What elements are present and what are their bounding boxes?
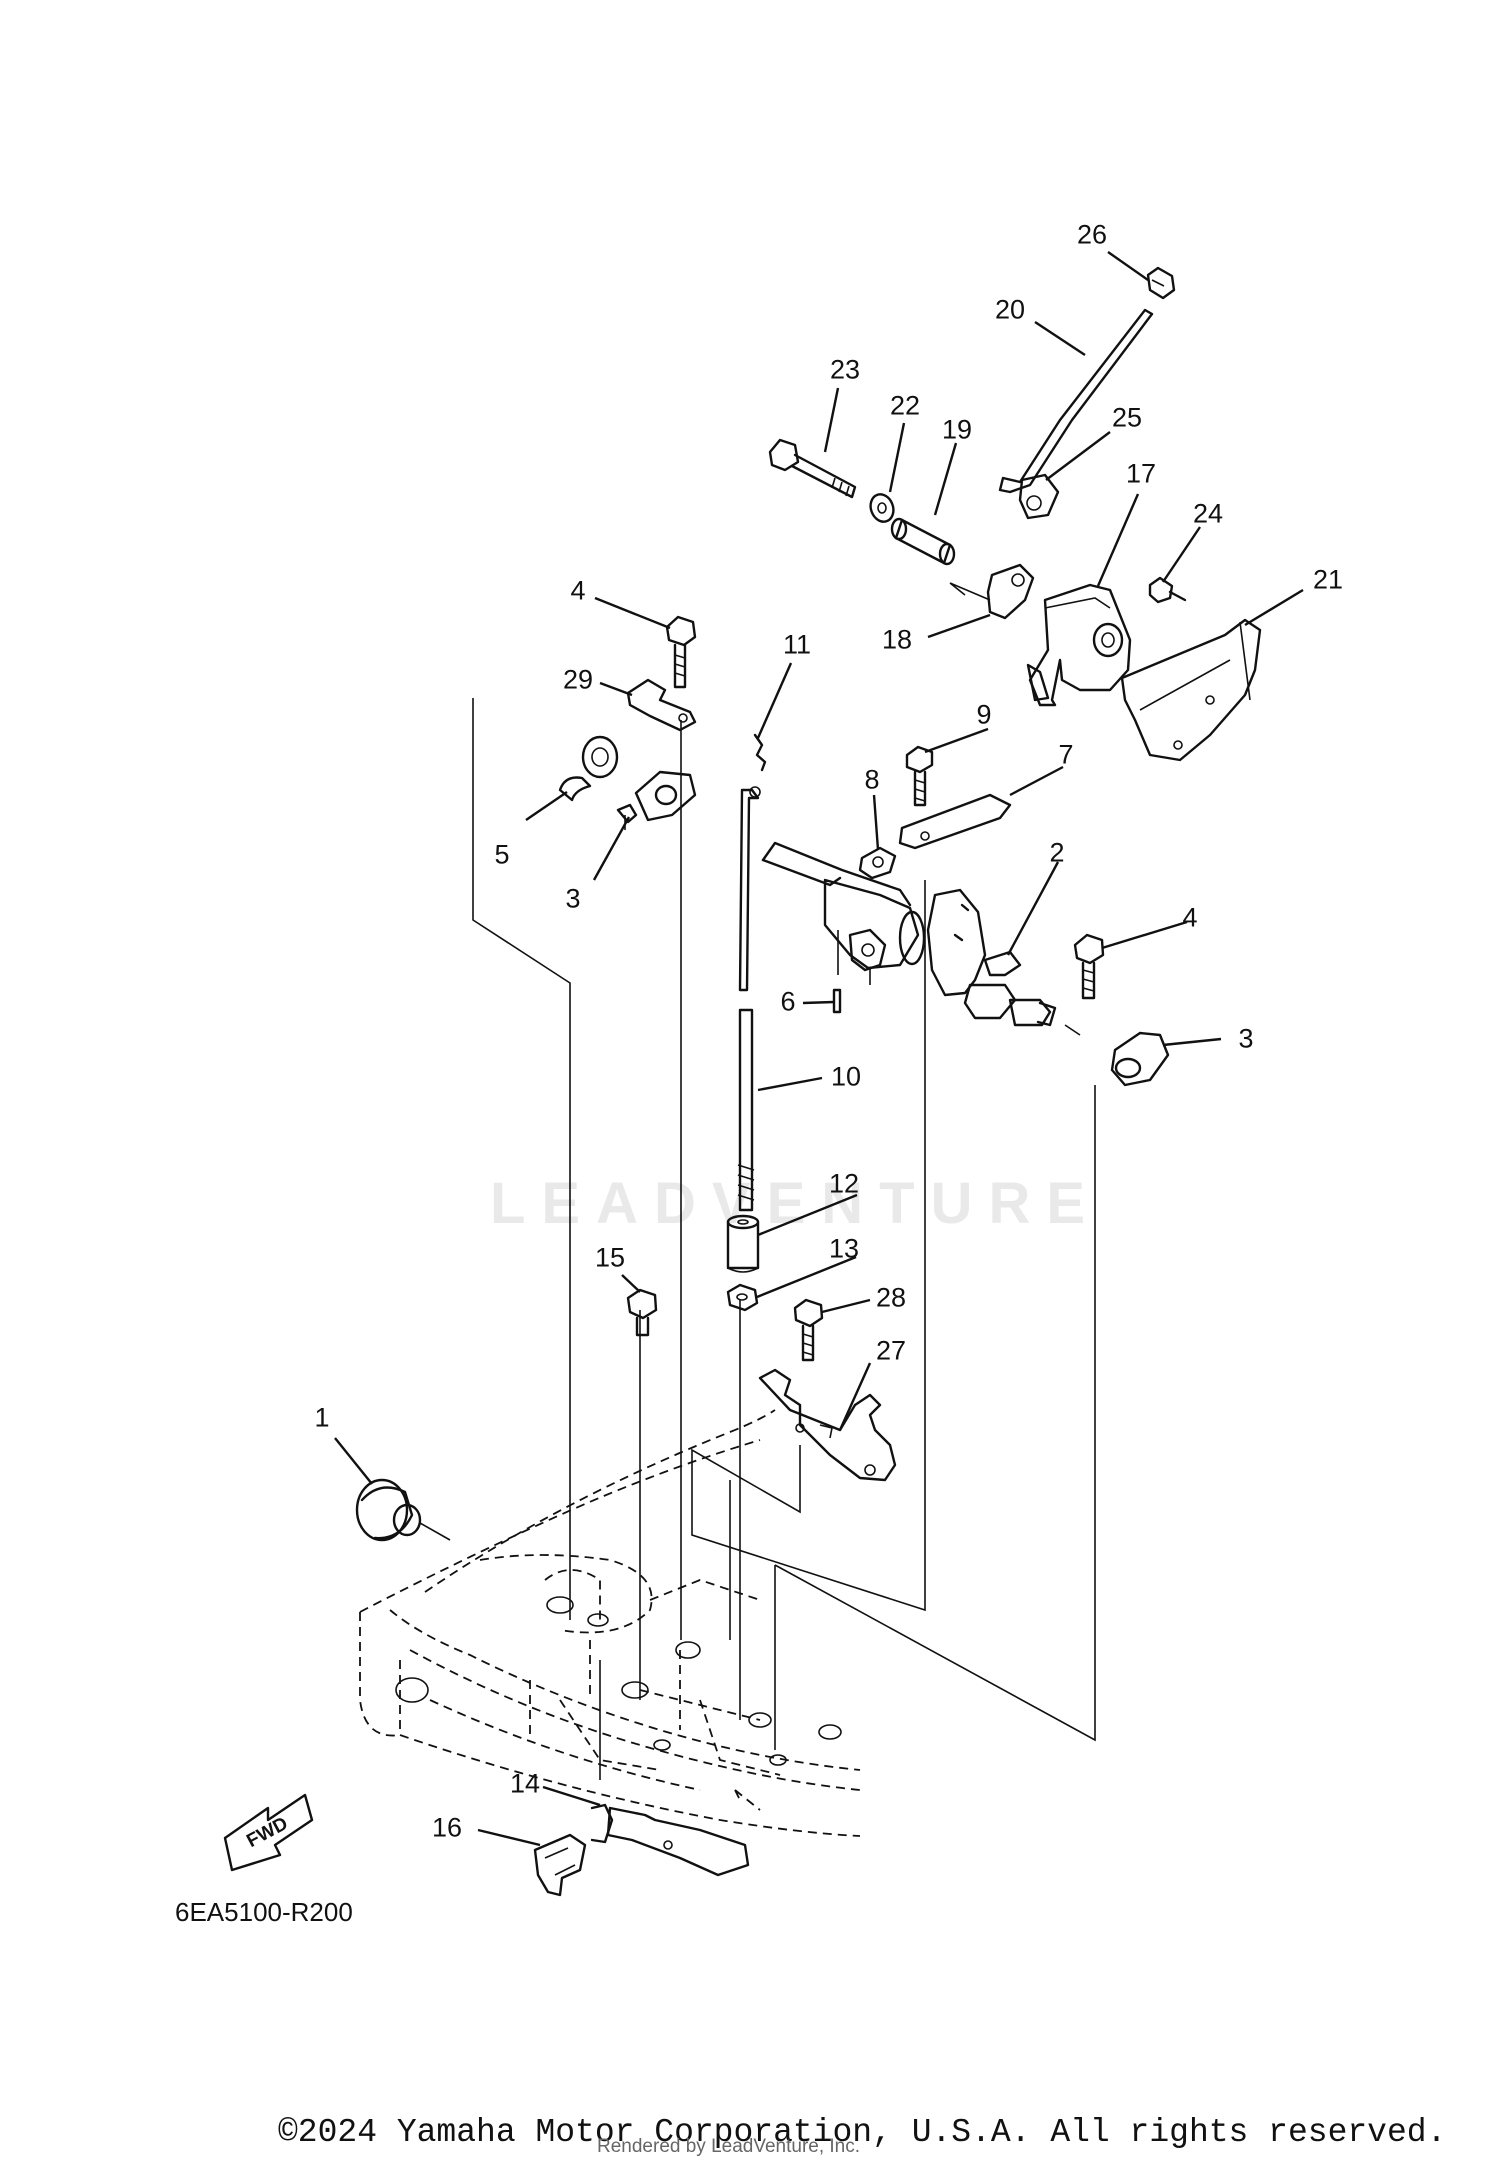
- part-4-bolt-upper: [665, 615, 697, 689]
- part-25-clip: [1018, 473, 1060, 520]
- callout-28: 28: [875, 1282, 907, 1313]
- diagram-code: 6EA5100-R200: [175, 1897, 353, 1927]
- callout-23: 23: [829, 354, 861, 385]
- callout-4-upper: 4: [570, 575, 586, 606]
- part-15-bolt: [626, 1288, 658, 1337]
- part-18-link: [949, 563, 1035, 620]
- part-13-nut: [726, 1283, 759, 1312]
- part-27-bracket: [758, 1368, 897, 1482]
- callout-19: 19: [941, 414, 973, 445]
- fwd-arrow-icon: [223, 1793, 314, 1872]
- callout-7: 7: [1058, 739, 1074, 770]
- callout-26: 26: [1076, 219, 1108, 250]
- part-22-washer: [869, 493, 895, 523]
- callout-25: 25: [1111, 402, 1143, 433]
- part-23-bolt: [768, 438, 857, 499]
- part-7-plate: [898, 793, 1012, 850]
- callout-11: 11: [782, 629, 812, 660]
- part-26-cap: [1146, 266, 1176, 300]
- part-28-bolt: [793, 1298, 824, 1362]
- part-10-rod: [737, 786, 761, 1212]
- part-14-bracket: [590, 1803, 750, 1877]
- bottom-cowling: [359, 1409, 861, 1837]
- callout-29: 29: [562, 664, 594, 695]
- callout-3-lower: 3: [1238, 1023, 1254, 1054]
- callout-20: 20: [994, 294, 1026, 325]
- rendered-by-notice: Rendered by LeadVenture, Inc.: [597, 2136, 861, 2157]
- part-9-bolt: [905, 745, 934, 807]
- part-3-holder-upper: [616, 770, 697, 830]
- part-21-bracket: [1120, 618, 1262, 762]
- callout-13: 13: [828, 1233, 860, 1264]
- leader-lines: [334, 251, 1304, 1847]
- part-5-bushing: [558, 735, 619, 802]
- part-4-bolt-lower: [1073, 933, 1105, 1000]
- part-29-clip: [626, 678, 697, 732]
- callout-6: 6: [780, 986, 796, 1017]
- callout-2: 2: [1049, 837, 1065, 868]
- callout-9: 9: [976, 699, 992, 730]
- copyright-notice: ©2024 Yamaha Motor Corporation, U.S.A. A…: [278, 2114, 1447, 2151]
- part-3-holder-lower: [1064, 1024, 1170, 1087]
- callout-8: 8: [864, 764, 880, 795]
- callout-3-upper: 3: [565, 883, 581, 914]
- callout-24: 24: [1192, 498, 1224, 529]
- part-24-screw: [1148, 576, 1187, 604]
- part-11-clip: [753, 733, 767, 772]
- part-17-cam: [1026, 583, 1132, 707]
- callout-12: 12: [828, 1168, 860, 1199]
- part-6-pin: [832, 988, 842, 1014]
- callout-14: 14: [509, 1768, 541, 1799]
- part-20-rod: [998, 308, 1154, 494]
- callout-1: 1: [314, 1402, 330, 1433]
- part-19-collar: [890, 517, 956, 566]
- part-2-shift-assembly: [761, 841, 1057, 1027]
- callout-22: 22: [889, 390, 921, 421]
- callout-27: 27: [875, 1335, 907, 1366]
- callout-18: 18: [881, 624, 913, 655]
- part-8-plate: [858, 846, 897, 880]
- callout-16: 16: [431, 1812, 463, 1843]
- assembly-lines: [472, 698, 1096, 1780]
- part-1-grommet: [355, 1478, 451, 1542]
- part-12-sleeve: [726, 1214, 760, 1273]
- part-16-clamp: [533, 1833, 587, 1897]
- watermark: LEADVENTURE: [490, 1171, 1102, 1236]
- callout-17: 17: [1125, 458, 1157, 489]
- callout-21: 21: [1312, 564, 1344, 595]
- callout-5: 5: [494, 839, 510, 870]
- callout-10: 10: [830, 1061, 862, 1092]
- callout-15: 15: [594, 1242, 626, 1273]
- callout-4-lower: 4: [1182, 902, 1198, 933]
